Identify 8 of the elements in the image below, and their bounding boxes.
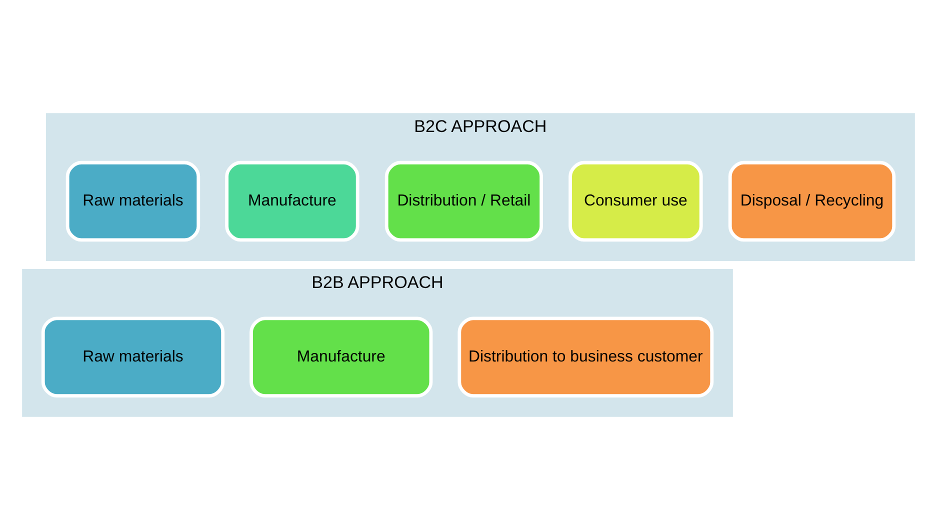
node-box: Manufacture [224,160,359,242]
node-box: Raw materials [65,160,200,242]
node-box: Distribution / Retail [384,160,542,242]
node-box: Raw materials [40,316,224,398]
node-box: Disposal / Recycling [728,160,896,242]
node-box: Consumer use [568,160,702,242]
node-box: Distribution to business customer [457,316,714,398]
node-box: Manufacture [249,316,432,398]
